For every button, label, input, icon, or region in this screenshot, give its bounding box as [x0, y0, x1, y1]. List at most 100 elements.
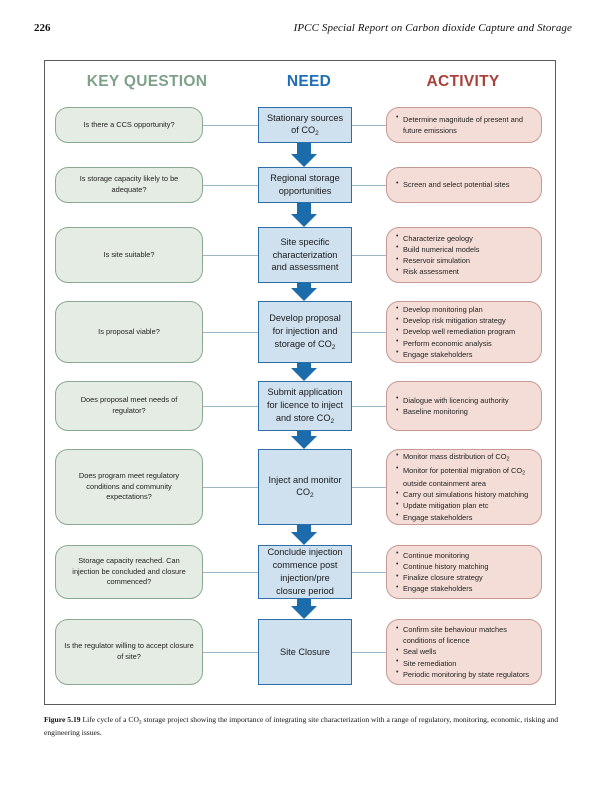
- need-box[interactable]: Stationary sources of CO2: [258, 107, 352, 143]
- arrow-shaft: [297, 363, 311, 368]
- need-text: Regional storage opportunities: [270, 173, 340, 196]
- running-head: 226 IPCC Special Report on Carbon dioxid…: [0, 22, 612, 38]
- column-header-need: NEED: [286, 73, 332, 90]
- activity-box[interactable]: Continue monitoringContinue history matc…: [386, 545, 542, 599]
- arrow-head: [291, 436, 317, 449]
- activity-list-item: Engage stakeholders: [396, 583, 533, 594]
- key-question-box[interactable]: Is proposal viable?: [55, 301, 203, 363]
- activity-list-item: Develop well remediation program: [396, 326, 533, 337]
- need-box[interactable]: Inject and monitor CO2: [258, 449, 352, 525]
- connector-need-to-activity: [351, 184, 387, 186]
- activity-box[interactable]: Develop monitoring planDevelop risk miti…: [386, 301, 542, 363]
- connector-need-to-activity: [351, 651, 387, 653]
- need-box[interactable]: Develop proposal for injection and stora…: [258, 301, 352, 363]
- activity-list-item: Finalize closure strategy: [396, 571, 533, 583]
- connector-question-to-need: [197, 486, 259, 488]
- key-question-box[interactable]: Is storage capacity likely to be adequat…: [55, 167, 203, 203]
- need-box[interactable]: Site specific characterization and asses…: [258, 227, 352, 283]
- key-question-box[interactable]: Storage capacity reached. Can injection …: [55, 545, 203, 599]
- activity-list: Dialogue with licencing authorityBaselin…: [396, 394, 533, 417]
- page-number: 226: [34, 22, 51, 34]
- activity-box[interactable]: Dialogue with licencing authorityBaselin…: [386, 381, 542, 431]
- activity-box[interactable]: Monitor mass distribution of CO2Monitor …: [386, 449, 542, 525]
- connector-question-to-need: [197, 651, 259, 653]
- need-text: Site Closure: [279, 646, 331, 657]
- connector-need-to-activity: [351, 405, 387, 407]
- flowchart-row: Does proposal meet needs of regulator? Su…: [45, 381, 557, 431]
- activity-list-item: Engage stakeholders: [396, 511, 533, 523]
- key-question-text: Is the regulator willing to accept closu…: [64, 641, 194, 661]
- key-question-box[interactable]: Is the regulator willing to accept closu…: [55, 619, 203, 685]
- activity-list-item: Determine magnitude of present and futur…: [396, 113, 533, 136]
- activity-list-item: Confirm site behaviour matches condition…: [396, 624, 533, 646]
- activity-list-item: Reservoir simulation: [396, 254, 533, 266]
- need-box[interactable]: Submit application for licence to inject…: [258, 381, 352, 431]
- column-header-activity: ACTIVITY: [426, 73, 500, 90]
- activity-list-item: Risk assessment: [396, 266, 533, 277]
- need-text: Site specific characterization and asses…: [271, 236, 339, 273]
- need-text: Inject and monitor CO2: [268, 474, 342, 500]
- activity-list-item: Screen and select potential sites: [396, 179, 533, 190]
- activity-list-item: Continue monitoring: [396, 549, 533, 561]
- flowchart-row: Is site suitable? Site specific character…: [45, 227, 557, 283]
- arrow-shaft: [297, 431, 311, 436]
- flowchart-row: Is there a CCS opportunity? Stationary so…: [45, 107, 557, 143]
- figure-caption: Figure 5.19 Life cycle of a CO2 storage …: [44, 714, 560, 739]
- connector-question-to-need: [197, 405, 259, 407]
- activity-list-item: Monitor mass distribution of CO2: [396, 451, 533, 464]
- arrow-shaft: [297, 203, 311, 214]
- key-question-box[interactable]: Is there a CCS opportunity?: [55, 107, 203, 143]
- activity-list-item: Engage stakeholders: [396, 348, 533, 360]
- activity-list: Continue monitoringContinue history matc…: [396, 549, 533, 594]
- flowchart-row: Storage capacity reached. Can injection …: [45, 545, 557, 599]
- activity-list: Confirm site behaviour matches condition…: [396, 624, 533, 680]
- flowchart-row: Is storage capacity likely to be adequat…: [45, 167, 557, 203]
- arrow-head: [291, 214, 317, 227]
- arrow-shaft: [297, 599, 311, 606]
- activity-list-item: Develop monitoring plan: [396, 304, 533, 315]
- arrow-shaft: [297, 525, 311, 532]
- activity-list: Screen and select potential sites: [396, 179, 533, 190]
- column-headers: KEY QUESTION NEED ACTIVITY: [45, 73, 557, 97]
- arrow-head: [291, 606, 317, 619]
- activity-list-item: Monitor for potential migration of CO2 o…: [396, 464, 533, 490]
- connector-question-to-need: [197, 184, 259, 186]
- key-question-text: Does proposal meet needs of regulator?: [80, 395, 178, 415]
- flowchart-rows: Is there a CCS opportunity? Stationary so…: [45, 61, 557, 706]
- activity-list: Determine magnitude of present and futur…: [396, 113, 533, 136]
- key-question-box[interactable]: Is site suitable?: [55, 227, 203, 283]
- key-question-box[interactable]: Does program meet regulatory conditions …: [55, 449, 203, 525]
- key-question-text: Is there a CCS opportunity?: [83, 119, 175, 129]
- arrow-head: [291, 532, 317, 545]
- activity-list-item: Characterize geology: [396, 232, 533, 244]
- flowchart-row: Is the regulator willing to accept closu…: [45, 619, 557, 685]
- activity-list: Characterize geologyBuild numerical mode…: [396, 232, 533, 277]
- key-question-box[interactable]: Does proposal meet needs of regulator?: [55, 381, 203, 431]
- key-question-text: Is storage capacity likely to be adequat…: [79, 174, 179, 194]
- connector-question-to-need: [197, 331, 259, 333]
- connector-question-to-need: [197, 571, 259, 573]
- flowchart-row: Does program meet regulatory conditions …: [45, 449, 557, 525]
- connector-question-to-need: [197, 254, 259, 256]
- need-text: Conclude injection commence post injecti…: [267, 547, 343, 596]
- connector-need-to-activity: [351, 571, 387, 573]
- figure-caption-label: Figure 5.19: [44, 715, 81, 724]
- activity-list-item: Update mitigation plan etc: [396, 500, 533, 511]
- figure-frame: KEY QUESTION NEED ACTIVITY Is there a CC…: [44, 60, 556, 705]
- activity-box[interactable]: Characterize geologyBuild numerical mode…: [386, 227, 542, 283]
- activity-list: Monitor mass distribution of CO2Monitor …: [396, 451, 533, 522]
- arrow-head: [291, 368, 317, 381]
- activity-box[interactable]: Screen and select potential sites: [386, 167, 542, 203]
- activity-box[interactable]: Determine magnitude of present and futur…: [386, 107, 542, 143]
- need-box[interactable]: Site Closure: [258, 619, 352, 685]
- running-head-title: IPCC Special Report on Carbon dioxide Ca…: [293, 22, 572, 34]
- activity-box[interactable]: Confirm site behaviour matches condition…: [386, 619, 542, 685]
- need-box[interactable]: Conclude injection commence post injecti…: [258, 545, 352, 599]
- arrow-head: [291, 288, 317, 301]
- figure-caption-text: Life cycle of a CO2 storage project show…: [44, 715, 559, 738]
- activity-list-item: Dialogue with licencing authority: [396, 394, 533, 406]
- activity-list-item: Carry out simulations history matching: [396, 489, 533, 500]
- activity-list-item: Seal wells: [396, 646, 533, 657]
- need-text: Submit application for licence to inject…: [266, 387, 344, 425]
- need-box[interactable]: Regional storage opportunities: [258, 167, 352, 203]
